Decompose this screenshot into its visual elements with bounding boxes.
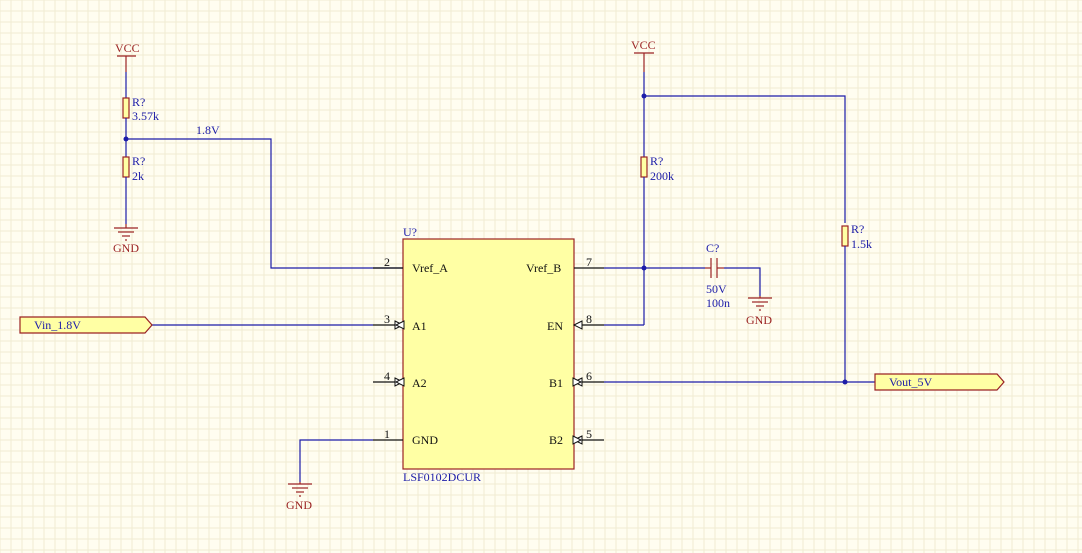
gnd-label-left: GND xyxy=(113,241,139,255)
pin-2-number: 2 xyxy=(384,255,390,269)
port-vout[interactable]: Vout_5V xyxy=(874,373,1005,391)
gnd-label-ic: GND xyxy=(286,498,312,512)
capacitor-voltage: 50V xyxy=(706,282,727,296)
vcc-power-right[interactable]: VCC xyxy=(631,38,656,72)
capacitor-designator: C? xyxy=(706,241,719,255)
vcc-power-left[interactable]: VCC xyxy=(115,41,140,72)
gnd-label-cap: GND xyxy=(746,313,772,327)
ic-part-number: LSF0102DCUR xyxy=(403,470,481,484)
wire-vref-a-net xyxy=(125,118,403,269)
pin-6-number: 6 xyxy=(586,369,592,383)
port-vout-label: Vout_5V xyxy=(889,375,932,389)
resistor-r4-designator: R? xyxy=(851,222,864,236)
gnd-power-cap[interactable]: GND xyxy=(746,296,772,327)
pin-8-name: EN xyxy=(547,319,563,333)
pin-1-number: 1 xyxy=(384,427,390,441)
resistor-r3[interactable]: R? 200k xyxy=(640,154,674,183)
pin-2-name: Vref_A xyxy=(412,261,448,275)
pin-4-name: A2 xyxy=(412,376,427,390)
pin-4-number: 4 xyxy=(384,369,390,383)
pin-io-arrow xyxy=(394,377,405,387)
resistor-r1-value: 3.57k xyxy=(132,109,159,123)
resistor-r2-designator: R? xyxy=(132,154,145,168)
pin-5-name: B2 xyxy=(549,433,563,447)
net-label-1v8: 1.8V xyxy=(196,123,220,137)
gnd-power-left[interactable]: GND xyxy=(113,224,139,255)
junction xyxy=(842,379,848,385)
wire-cap-gnd xyxy=(724,267,761,296)
wire-vcc-to-r4 xyxy=(644,95,846,223)
port-vin-label: Vin_1.8V xyxy=(34,318,81,332)
ic-lsf0102[interactable]: U? LSF0102DCUR 2 Vref_A 3 A1 4 A2 1 GND … xyxy=(373,225,604,484)
gnd-power-ic[interactable]: GND xyxy=(286,482,312,512)
capacitor-value: 100n xyxy=(706,296,730,310)
junction xyxy=(641,265,647,271)
pin-7-number: 7 xyxy=(586,255,592,269)
wire-ic-gnd xyxy=(299,439,373,482)
resistor-r1-designator: R? xyxy=(132,95,145,109)
pin-3-number: 3 xyxy=(384,312,390,326)
pin-io-arrow xyxy=(572,435,583,445)
pin-7-name: Vref_B xyxy=(526,261,561,275)
pin-io-arrow xyxy=(572,377,583,387)
capacitor-c1[interactable]: C? 50V 100n xyxy=(705,241,730,310)
pin-1-name: GND xyxy=(412,433,438,447)
pin-8-number: 8 xyxy=(586,312,592,326)
pin-3-name: A1 xyxy=(412,319,427,333)
vcc-label-left: VCC xyxy=(115,41,140,55)
pin-input-arrow xyxy=(572,320,583,330)
pin-io-arrow xyxy=(394,320,405,330)
resistor-r3-value: 200k xyxy=(650,169,674,183)
vcc-label-right: VCC xyxy=(631,38,656,52)
pin-5-number: 5 xyxy=(586,427,592,441)
junction xyxy=(641,93,647,99)
resistor-r3-designator: R? xyxy=(650,154,663,168)
port-vin[interactable]: Vin_1.8V xyxy=(19,316,153,334)
resistor-r2-value: 2k xyxy=(132,169,144,183)
resistor-r2[interactable]: R? 2k xyxy=(122,154,145,183)
pin-6-name: B1 xyxy=(549,376,563,390)
ic-designator: U? xyxy=(403,225,417,239)
resistor-r4-value: 1.5k xyxy=(851,237,872,251)
